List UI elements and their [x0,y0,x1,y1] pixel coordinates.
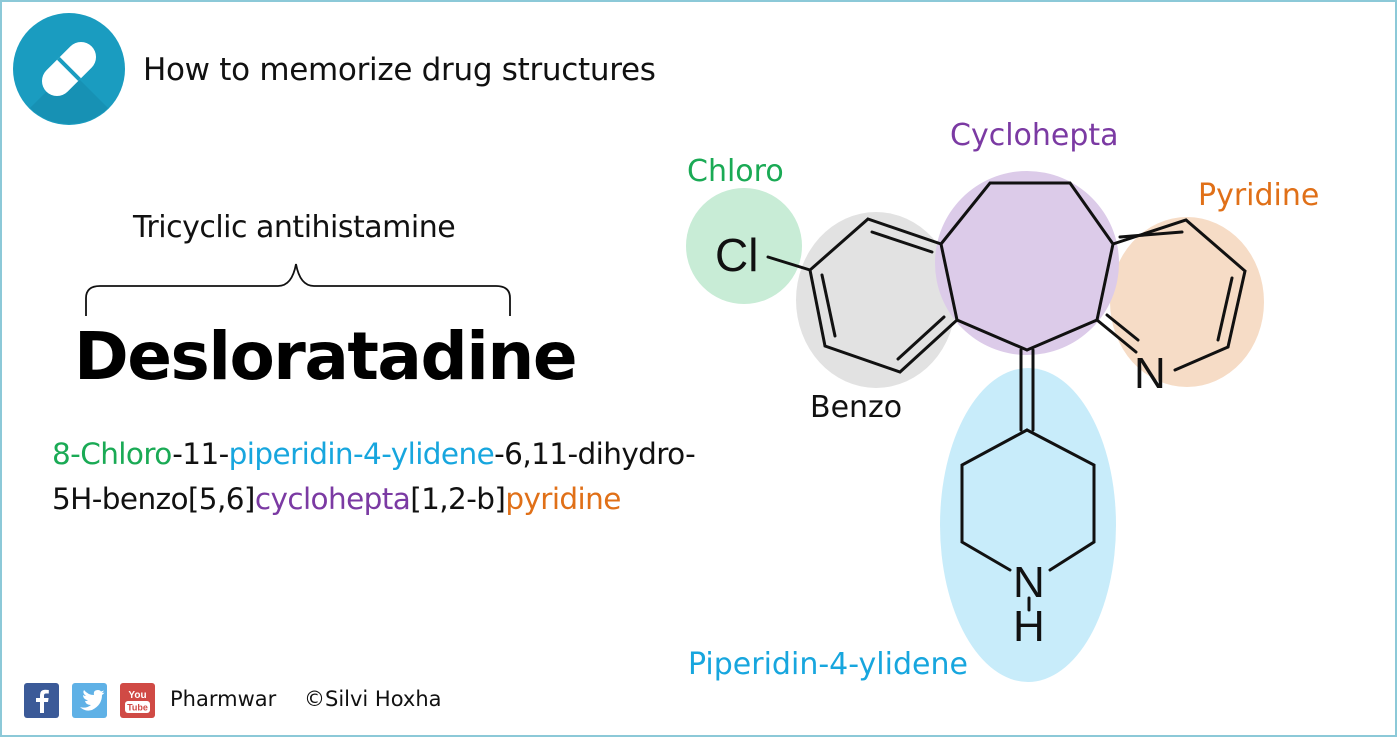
iupac-dihydro-part: -6,11-dihydro- [494,437,696,471]
bond-lines [766,181,1247,612]
piperidinylidene-label: Piperidin-4-ylidene [688,647,968,682]
iupac-pyridine-part: pyridine [505,482,621,516]
facebook-icon[interactable] [24,683,59,718]
benzo-label: Benzo [810,390,902,425]
piperidine-nitrogen-atom: N [1013,558,1045,607]
iupac-fusion-part: [1,2-b] [410,482,506,516]
iupac-line-1: 8-Chloro-11-piperidin-4-ylidene-6,11-dih… [52,432,772,477]
iupac-piperidinylidene-part: piperidin-4-ylidene [228,437,495,471]
cyclohepta-highlight [935,171,1119,355]
brand-name: Pharmwar [170,687,277,711]
iupac-name: 8-Chloro-11-piperidin-4-ylidene-6,11-dih… [52,432,772,522]
iupac-chloro-part: 8-Chloro [52,437,173,471]
iupac-line-2: 5H-benzo[5,6]cyclohepta[1,2-b]pyridine [52,477,772,522]
twitter-icon[interactable] [72,683,107,718]
page-title: How to memorize drug structures [143,52,656,88]
chlorine-atom: Cl [715,229,758,281]
pyridine-nitrogen-atom: N [1134,349,1166,398]
drug-name: Desloratadine [74,318,578,395]
cyclohepta-label: Cyclohepta [950,118,1119,153]
youtube-icon[interactable]: You Tube [120,683,155,718]
iupac-locant: -11- [172,437,229,471]
chloro-label: Chloro [687,154,784,189]
pill-icon [13,13,125,125]
youtube-icon-text: You [128,690,146,701]
drug-category: Tricyclic antihistamine [133,210,456,245]
pyridine-highlight [1110,217,1264,387]
iupac-cyclohepta-part: cyclohepta [254,482,411,516]
curly-brace [85,263,511,316]
benzo-highlight [796,212,956,388]
piperidine-highlight [940,368,1116,682]
copyright-text: ©Silvi Hoxha [304,687,442,711]
piperidine-hydrogen-atom: H [1013,602,1045,651]
chloro-highlight [686,188,802,304]
iupac-benzo-part: 5H-benzo[5,6] [52,482,255,516]
svg-text:Tube: Tube [127,703,148,713]
pyridine-label: Pyridine [1198,178,1319,213]
